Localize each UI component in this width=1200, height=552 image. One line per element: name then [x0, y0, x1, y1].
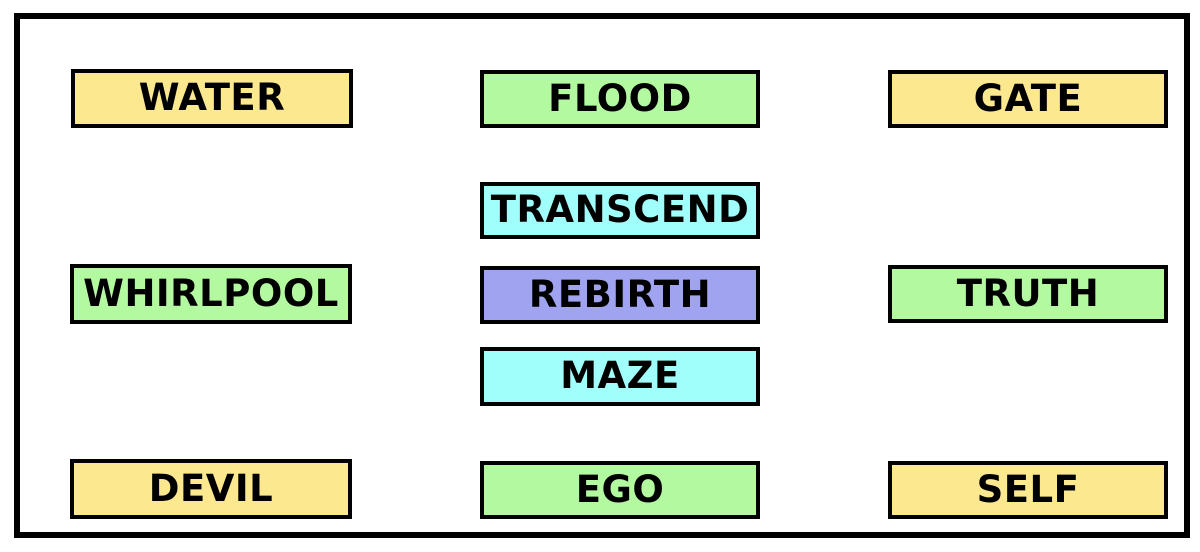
word-tile-label: DEVIL — [148, 466, 274, 510]
word-tile-gate[interactable]: GATE — [888, 70, 1168, 128]
word-tile-label: TRUTH — [956, 271, 1100, 315]
word-tile-ego[interactable]: EGO — [480, 461, 760, 519]
word-tile-label: REBIRTH — [528, 272, 712, 316]
word-tile-devil[interactable]: DEVIL — [70, 459, 352, 519]
word-tile-label: SELF — [976, 467, 1080, 511]
word-tile-label: WATER — [138, 76, 286, 119]
word-tile-whirlpool[interactable]: WHIRLPOOL — [70, 264, 352, 324]
word-tile-self[interactable]: SELF — [888, 461, 1168, 519]
word-tile-label: TRANSCEND — [490, 188, 750, 231]
word-tile-label: GATE — [973, 76, 1083, 120]
word-tile-truth[interactable]: TRUTH — [888, 265, 1168, 323]
word-tile-flood[interactable]: FLOOD — [480, 70, 760, 128]
word-tile-label: FLOOD — [548, 76, 692, 120]
word-tile-water[interactable]: WATER — [71, 69, 353, 128]
word-tile-transcend[interactable]: TRANSCEND — [480, 182, 760, 239]
word-tile-rebirth[interactable]: REBIRTH — [480, 266, 760, 324]
word-tile-label: MAZE — [560, 354, 680, 397]
board-frame: WATER FLOOD GATE TRANSCEND WHIRLPOOL REB… — [14, 13, 1190, 538]
word-tile-label: EGO — [575, 467, 665, 511]
word-tile-maze[interactable]: MAZE — [480, 347, 760, 406]
word-tile-label: WHIRLPOOL — [83, 271, 339, 315]
